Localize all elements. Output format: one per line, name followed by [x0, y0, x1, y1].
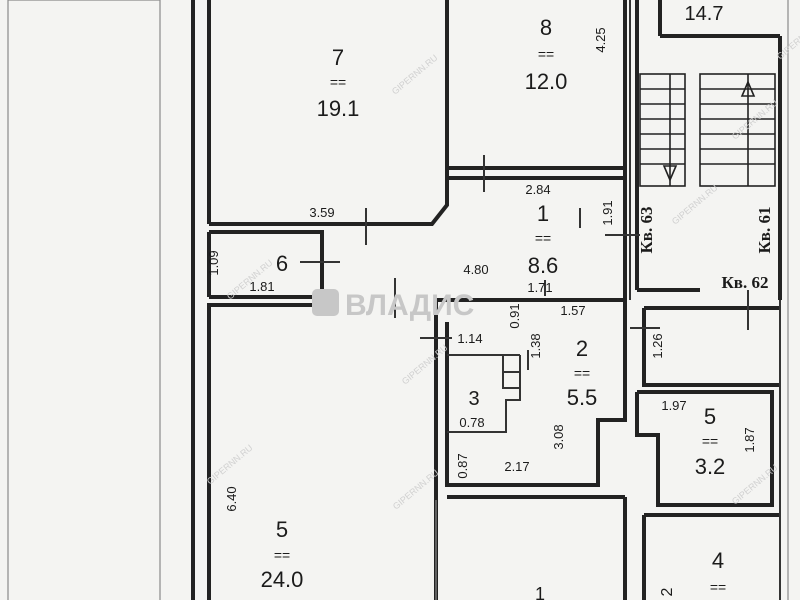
stairs	[639, 73, 776, 187]
walls	[191, 0, 782, 600]
dimension-label: 6.40	[224, 486, 239, 511]
apartment-label: Кв. 61	[755, 206, 774, 253]
equals-mark: ==	[574, 365, 590, 381]
dimension-label: 4.80	[463, 262, 488, 277]
svg-text:GIPERNN.RU: GIPERNN.RU	[391, 468, 441, 512]
right-fragment-number: 2	[659, 587, 676, 596]
room-number: 2	[576, 336, 588, 361]
svg-text:GIPERNN.RU: GIPERNN.RU	[400, 343, 450, 387]
dimension-label: 1.87	[742, 427, 757, 452]
dimension-label: 2.17	[504, 459, 529, 474]
dimension-label: 0.87	[455, 453, 470, 478]
apartment-label: Кв. 62	[721, 273, 768, 292]
dimension-label: 0.91	[507, 303, 522, 328]
apartment-label: Кв. 63	[637, 206, 656, 253]
room-number: 4	[712, 548, 724, 573]
dimension-label: 0.78	[459, 415, 484, 430]
dimension-labels: 4.25 2.84 1.91 3.59 1.09 1.81 4.80 1.71 …	[206, 27, 757, 511]
watermark-text: ВЛАДИС	[345, 289, 474, 322]
svg-text:GIPERNN.RU: GIPERNN.RU	[205, 443, 255, 487]
equals-mark: ==	[710, 579, 726, 595]
dimension-label: 1.26	[650, 333, 665, 358]
svg-text:GIPERNN.RU: GIPERNN.RU	[390, 53, 440, 97]
room-number: 1	[537, 201, 549, 226]
watermark: ВЛАДИС	[312, 289, 474, 322]
dimension-label: 1.09	[206, 250, 221, 275]
dimension-label: 1.38	[528, 333, 543, 358]
room-area: 3.2	[695, 454, 726, 479]
dimension-label: 1.81	[249, 279, 274, 294]
room-area: 24.0	[261, 567, 304, 592]
equals-mark: ==	[538, 46, 554, 62]
dimension-label: 1.71	[527, 280, 552, 295]
room-area: 19.1	[317, 96, 360, 121]
room-number: 3	[468, 388, 479, 410]
stair-area: 14.7	[685, 3, 724, 25]
outer-frame	[7, 0, 789, 600]
equals-mark: ==	[535, 230, 551, 246]
svg-text:GIPERNN.RU: GIPERNN.RU	[670, 183, 720, 227]
dimension-label: 1.57	[560, 303, 585, 318]
room-number: 5	[704, 404, 716, 429]
dimension-label: 4.25	[593, 27, 608, 52]
dimension-label: 1.14	[457, 331, 482, 346]
dimension-label: 3.59	[309, 205, 334, 220]
dimension-label: 1.91	[600, 200, 615, 225]
equals-mark: ==	[330, 74, 346, 90]
dimension-label: 1.97	[661, 398, 686, 413]
apartment-labels: Кв. 63 Кв. 61 Кв. 62	[637, 206, 774, 292]
room-labels: 7 == 19.1 8 == 12.0 1 == 8.6 6 2 == 5.5 …	[261, 3, 727, 600]
bottom-fragment-number: 1	[535, 584, 545, 600]
room-number: 7	[332, 45, 344, 70]
room-number: 6	[276, 251, 288, 276]
room-area: 12.0	[525, 69, 568, 94]
equals-mark: ==	[274, 547, 290, 563]
room-number: 5	[276, 517, 288, 542]
equals-mark: ==	[702, 433, 718, 449]
room-number: 8	[540, 15, 552, 40]
dimension-label: 2.84	[525, 182, 550, 197]
room-area: 5.5	[567, 385, 598, 410]
dimension-label: 3.08	[551, 424, 566, 449]
door-marks	[300, 155, 749, 370]
room-area: 8.6	[528, 253, 559, 278]
